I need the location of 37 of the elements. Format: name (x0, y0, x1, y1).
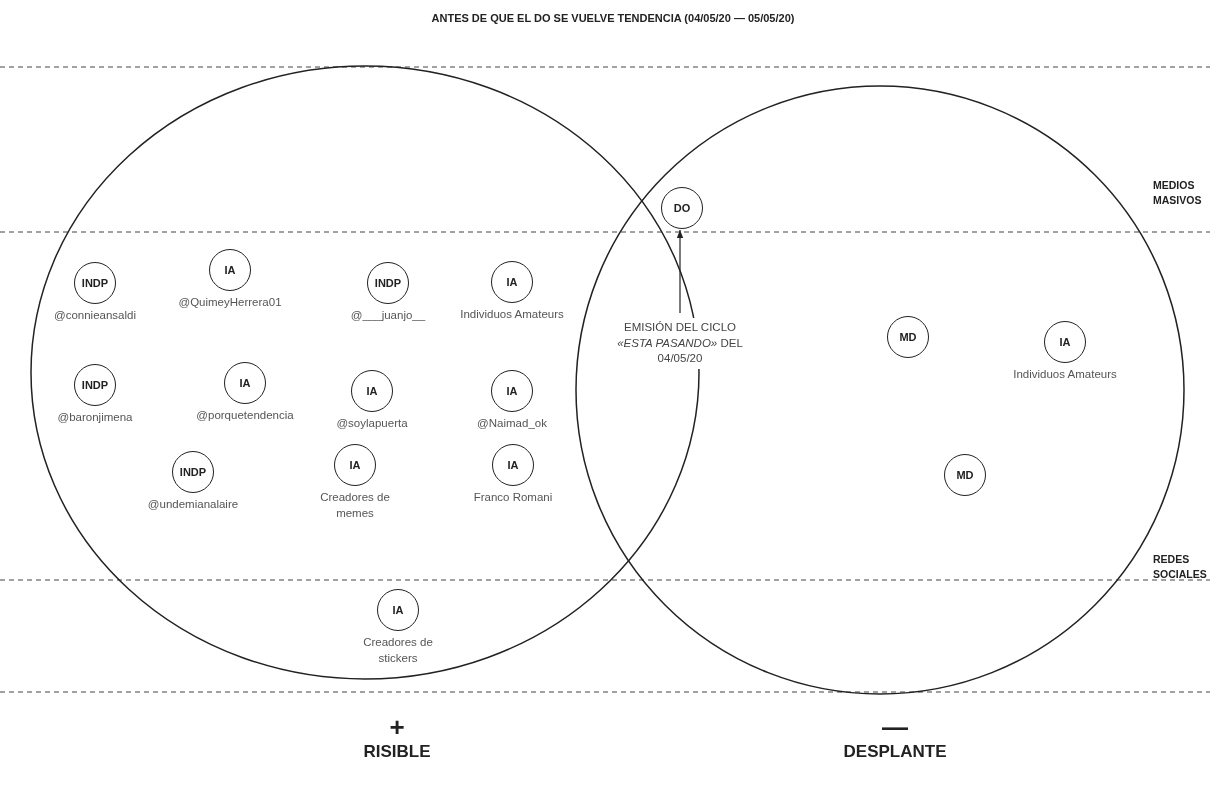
actor-circle: IA (334, 444, 376, 486)
account-caption: Creadores de memes (319, 490, 391, 521)
account-caption: Franco Romani (473, 490, 553, 505)
actor-circle: MD (887, 316, 929, 358)
account-caption: Creadores de stickers (362, 635, 434, 666)
polarity-sign: + (388, 712, 406, 742)
actor-circle: INDP (74, 364, 116, 406)
account-caption: Individuos Amateurs (1013, 367, 1117, 382)
actor-circle: IA (491, 261, 533, 303)
actor-circle: IA (209, 249, 251, 291)
actor-circle: IA (224, 362, 266, 404)
account-caption: @connieansaldi (54, 308, 136, 323)
account-caption: @Naimad_ok (477, 416, 547, 431)
band-label: MEDIOS MASIVOS (1153, 178, 1203, 208)
actor-circle: MD (944, 454, 986, 496)
account-caption: @baronjimena (57, 410, 133, 425)
actor-circle: IA (377, 589, 419, 631)
actor-circle: INDP (367, 262, 409, 304)
actor-circle: IA (492, 444, 534, 486)
actor-circle: INDP (172, 451, 214, 493)
account-caption: @soylapuerta (336, 416, 408, 431)
account-caption: @undemianalaire (147, 497, 239, 512)
pole-label: DESPLANTE (842, 742, 948, 762)
account-caption: Individuos Amateurs (460, 307, 564, 322)
actor-circle: INDP (74, 262, 116, 304)
diagram-title: ANTES DE QUE EL DO SE VUELVE TENDENCIA (04/05/20 — 05/05/20) (430, 11, 796, 26)
account-caption: @QuimeyHerrera01 (178, 295, 282, 310)
actor-circle: IA (1044, 321, 1086, 363)
arrow (676, 229, 684, 314)
actor-circle: DO (661, 187, 703, 229)
actor-circle: IA (491, 370, 533, 412)
account-caption: @porquetendencia (196, 408, 294, 423)
polarity-sign: — (881, 712, 909, 742)
band-label: REDES SOCIALES (1153, 552, 1208, 582)
pole-label: RISIBLE (362, 742, 432, 762)
account-caption: @___juanjo__ (350, 308, 426, 323)
actor-circle: IA (351, 370, 393, 412)
